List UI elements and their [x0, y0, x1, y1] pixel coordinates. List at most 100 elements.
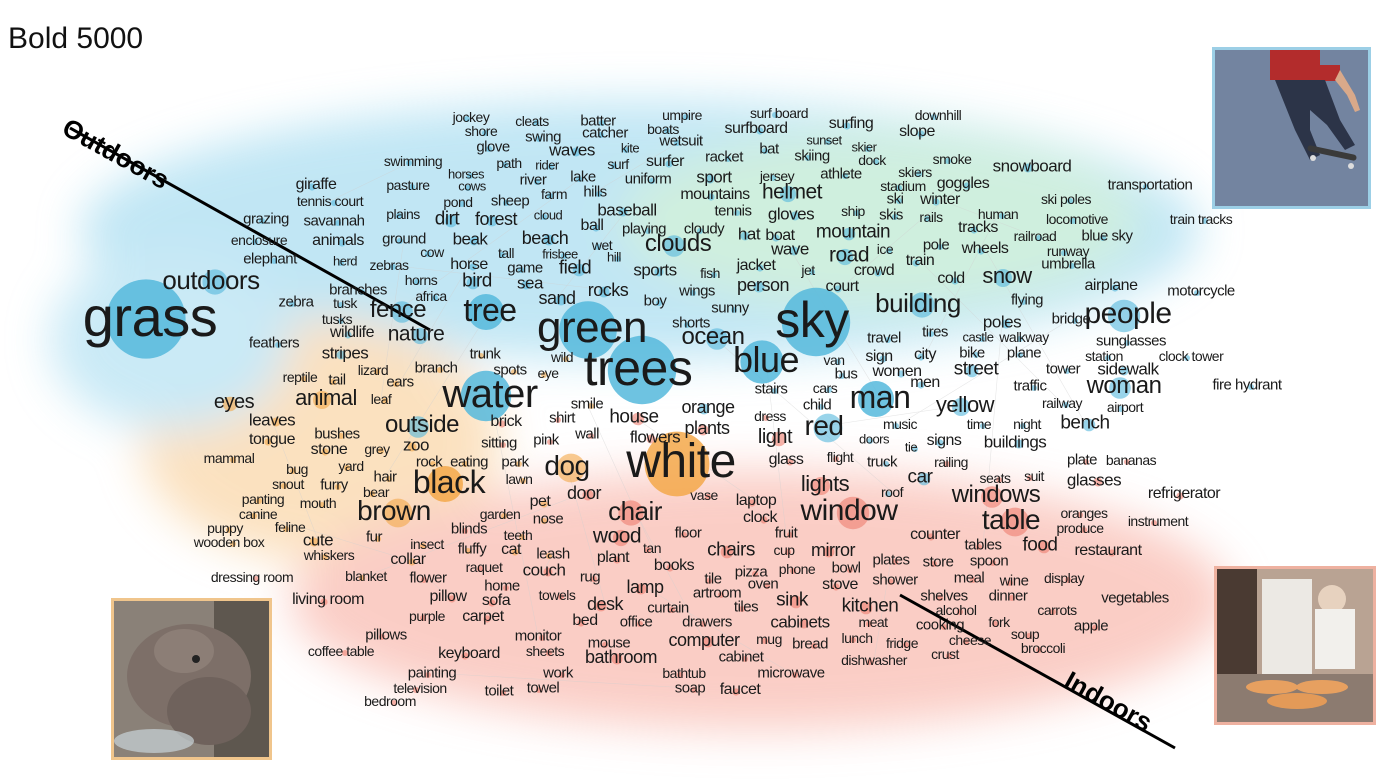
node-artroom: [718, 592, 724, 598]
word-windows: windows: [951, 481, 1041, 508]
word-sand: sand: [538, 288, 576, 308]
node-sport: [705, 174, 715, 184]
word-cloudy: cloudy: [683, 220, 725, 238]
node-red: [813, 413, 843, 443]
node-cloud: [541, 214, 547, 220]
node-crowd: [874, 269, 882, 277]
word-plate: plate: [1066, 451, 1098, 469]
word-women: women: [872, 363, 922, 380]
word-path: path: [496, 155, 522, 171]
word-car: car: [907, 466, 933, 488]
word-enclosure: enclosure: [230, 232, 288, 248]
word-clock-tower: clock tower: [1158, 348, 1224, 364]
node-rider: [548, 164, 554, 170]
word-eating: eating: [450, 453, 488, 471]
node-spoon: [990, 560, 996, 566]
word-zebra: zebra: [278, 293, 314, 311]
node-phone: [790, 568, 796, 574]
word-glove: glove: [476, 138, 510, 156]
word-sport: sport: [696, 167, 732, 187]
node-sunset: [825, 139, 831, 145]
word-fur: fur: [365, 528, 383, 546]
node-cars: [826, 387, 832, 393]
word-station: station: [1085, 348, 1123, 364]
word-feathers: feathers: [248, 334, 300, 352]
node-leaf: [382, 398, 388, 404]
node-computer: [702, 636, 714, 648]
node-waves: [571, 147, 581, 157]
word-time: time: [966, 416, 992, 432]
node-tracks: [970, 226, 978, 234]
word-slope: slope: [899, 123, 935, 140]
word-roof: roof: [880, 484, 904, 500]
word-pillows: pillows: [365, 626, 407, 644]
word-signs: signs: [926, 432, 962, 449]
node-plains: [396, 213, 402, 219]
word-surfer: surfer: [646, 153, 684, 170]
word-bird: bird: [462, 270, 492, 292]
word-rails: rails: [919, 209, 943, 225]
word-blue-sky: blue sky: [1081, 227, 1133, 245]
node-leaves: [271, 417, 281, 427]
word-sky: sky: [775, 292, 849, 348]
hippo-icon: [114, 601, 269, 757]
node-stripes: [336, 350, 346, 360]
word-mountains: mountains: [680, 186, 750, 203]
node-teeth: [519, 534, 525, 540]
node-signs: [936, 439, 944, 447]
word-human: human: [977, 206, 1019, 222]
node-mirror: [823, 546, 835, 558]
word-leaves: leaves: [248, 410, 296, 430]
node-soup: [1026, 633, 1032, 639]
node-bowl: [847, 567, 853, 573]
node-trunk: [478, 353, 484, 359]
word-swing: swing: [525, 128, 561, 146]
word-mouse: mouse: [587, 634, 631, 652]
node-mouth: [319, 502, 325, 508]
network-edge: [644, 586, 792, 674]
node-skiing: [805, 155, 811, 161]
node-home: [503, 585, 509, 591]
node-wood: [612, 529, 630, 547]
node-swimming: [406, 160, 412, 166]
node-train-tracks: [1202, 218, 1208, 224]
word-counter: counter: [910, 526, 960, 543]
word-jersey: jersey: [759, 168, 795, 184]
node-ocean: [706, 328, 728, 350]
word-transportation: transportation: [1107, 176, 1193, 194]
word-plains: plains: [386, 206, 420, 222]
word-coffee-table: coffee table: [307, 643, 375, 659]
node-eyes: [222, 396, 238, 412]
word-window: window: [800, 494, 898, 527]
node-bridge: [1072, 318, 1078, 324]
node-ice: [886, 248, 892, 254]
node-plane: [1017, 352, 1023, 358]
node-doors: [867, 438, 873, 444]
network-edge: [919, 260, 1063, 404]
node-stove: [832, 583, 840, 591]
word-elephant: elephant: [243, 250, 297, 268]
word-playing: playing: [621, 220, 667, 238]
node-glasses: [1093, 477, 1103, 487]
node-wetsuit: [674, 140, 680, 146]
node-station: [1105, 355, 1111, 361]
node-transportation: [1143, 184, 1149, 190]
word-bear: bear: [362, 484, 390, 500]
word-meal: meal: [953, 569, 985, 587]
word-fire-hydrant: fire hydrant: [1212, 376, 1282, 394]
network-edge: [939, 199, 1036, 237]
node-towels: [558, 594, 564, 600]
node-tower: [1064, 368, 1070, 374]
network-edge: [427, 577, 449, 598]
node-africa: [432, 295, 438, 301]
word-leaf: leaf: [370, 391, 392, 407]
node-fork: [992, 621, 998, 627]
word-farm: farm: [541, 186, 568, 202]
word-crust: crust: [931, 646, 959, 662]
word-van: van: [823, 352, 845, 368]
word-wave: wave: [771, 239, 809, 259]
word-tiles: tiles: [733, 598, 759, 616]
word-frisbee: frisbee: [542, 246, 578, 262]
node-boat: [772, 234, 780, 242]
node-jacket: [756, 264, 764, 272]
